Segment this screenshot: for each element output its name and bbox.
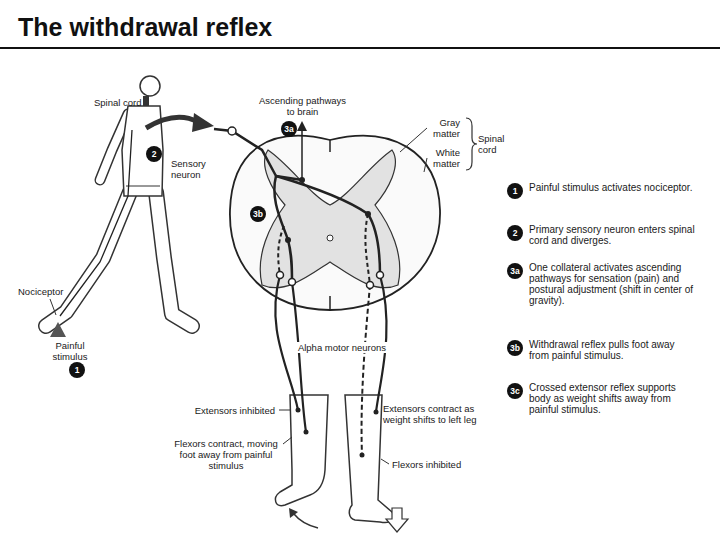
annotation-label: Nociceptor bbox=[18, 286, 78, 297]
annotation-label: Extensors inhibited bbox=[170, 405, 275, 416]
annotation-label: Painful stimulus bbox=[45, 340, 95, 362]
bracket bbox=[466, 118, 477, 170]
torso bbox=[122, 106, 163, 196]
annotation-label: Flexors contract, moving foot away from … bbox=[172, 438, 280, 471]
motor-axon bbox=[292, 282, 306, 432]
callout-number: 3b bbox=[507, 340, 523, 356]
callout-number: 2 bbox=[507, 225, 523, 241]
belt-line bbox=[126, 186, 160, 187]
annotation-label: Spinal cord bbox=[478, 133, 512, 155]
annotation-label: White matter bbox=[420, 147, 460, 169]
leader-line bbox=[50, 299, 56, 315]
callout-number: 2 bbox=[146, 146, 162, 162]
step-description: Withdrawal reflex pulls foot away from p… bbox=[529, 339, 697, 361]
leg-outline bbox=[46, 192, 130, 326]
ascending-arrowhead bbox=[297, 121, 307, 131]
annotation-label: Alpha motor neurons bbox=[296, 342, 388, 353]
step-description: One collateral activates ascending pathw… bbox=[529, 262, 697, 306]
step-description: Primary sensory neuron enters spinal cor… bbox=[529, 224, 697, 246]
inhibitory-interneuron bbox=[278, 226, 284, 275]
callout-node: 3cCrossed extensor reflex supports body … bbox=[507, 383, 523, 399]
diagram-title: The withdrawal reflex bbox=[18, 13, 272, 42]
callout-number: 1 bbox=[507, 183, 523, 199]
callout-number: 3a bbox=[281, 121, 297, 137]
synapse-knob bbox=[365, 211, 371, 217]
synapse-knob bbox=[299, 177, 305, 183]
callout-node: 3aOne collateral activates ascending pat… bbox=[507, 263, 523, 279]
annotation-label: Spinal cord bbox=[94, 97, 164, 108]
step-description: Crossed extensor reflex supports body as… bbox=[529, 382, 697, 415]
callout-node: 3a bbox=[281, 121, 297, 137]
inhibitory-interneuron bbox=[365, 214, 370, 285]
motor-cell-body bbox=[277, 272, 284, 279]
callout-node: 1 bbox=[69, 362, 85, 378]
title-rule bbox=[0, 47, 720, 49]
motor-cell-body bbox=[377, 272, 384, 279]
motion-arrow bbox=[294, 514, 318, 528]
leader-line bbox=[424, 158, 427, 172]
posterior-sulcus bbox=[329, 140, 331, 152]
motor-end bbox=[296, 408, 301, 413]
motor-axon-inhibited bbox=[362, 285, 370, 455]
annotation-label: Extensors contract as weight shifts to l… bbox=[383, 403, 498, 425]
leader-line bbox=[283, 437, 292, 444]
annotation-label: Sensory neuron bbox=[171, 158, 213, 180]
spinal-cord-section bbox=[230, 136, 440, 310]
sensory-cell-body bbox=[228, 127, 236, 135]
leg-fill bbox=[156, 192, 192, 326]
central-canal bbox=[327, 235, 333, 241]
ascending-arrow bbox=[301, 130, 303, 180]
callout-node: 2 bbox=[146, 146, 162, 162]
zoom-arrowhead bbox=[192, 113, 214, 132]
annotation-label: Ascending pathways to brain bbox=[255, 95, 350, 117]
synapse-knob bbox=[285, 237, 291, 243]
motor-cell-body bbox=[367, 282, 374, 289]
gray-matter bbox=[260, 150, 400, 288]
callout-number: 1 bbox=[69, 362, 85, 378]
leader-line bbox=[279, 410, 290, 411]
motor-end bbox=[374, 410, 379, 415]
neck bbox=[143, 96, 149, 106]
weight-arrow bbox=[386, 508, 408, 532]
walking-figure bbox=[46, 114, 192, 326]
callout-number: 3a bbox=[507, 263, 523, 279]
head bbox=[140, 76, 160, 96]
sensory-neuron-line bbox=[60, 130, 132, 316]
zoom-arrow bbox=[146, 117, 198, 128]
label-holder: Alpha motor neurons bbox=[287, 342, 397, 353]
callout-node: 1Painful stimulus activates nociceptor. bbox=[507, 183, 523, 199]
motor-cell-body bbox=[289, 279, 296, 286]
callout-number: 3c bbox=[507, 383, 523, 399]
tack bbox=[50, 322, 66, 337]
crossing-interneuron bbox=[276, 176, 380, 275]
motor-end bbox=[304, 430, 309, 435]
callout-node: 2Primary sensory neuron enters spinal co… bbox=[507, 225, 523, 241]
callout-node: 3bWithdrawal reflex pulls foot away from… bbox=[507, 340, 523, 356]
callout-number: 3b bbox=[250, 206, 266, 222]
annotation-label: Flexors inhibited bbox=[392, 459, 482, 470]
sensory-axon bbox=[214, 129, 276, 176]
motor-end bbox=[360, 453, 365, 458]
anterior-fissure bbox=[329, 296, 331, 310]
annotation-label: Gray matter bbox=[420, 117, 460, 139]
leg-outline bbox=[156, 192, 192, 326]
motion-arrowhead bbox=[289, 508, 298, 518]
lifted-lower-leg bbox=[275, 395, 328, 506]
interneuron bbox=[274, 176, 292, 282]
leader-line bbox=[400, 128, 427, 152]
callout-node: 3b bbox=[250, 206, 266, 222]
leader-line bbox=[381, 459, 389, 464]
step-description: Painful stimulus activates nociceptor. bbox=[529, 182, 697, 193]
leg-fill bbox=[46, 192, 130, 326]
